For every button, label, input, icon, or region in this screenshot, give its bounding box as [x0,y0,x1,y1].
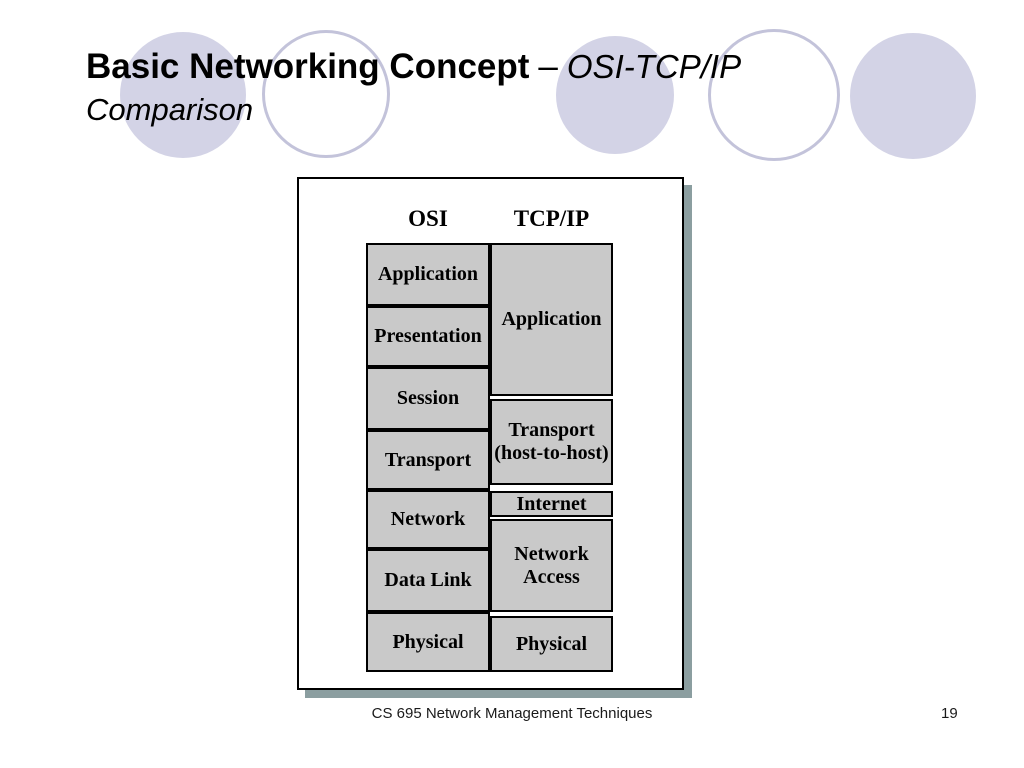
tcpip-layer-application: Application [490,243,613,396]
title-dash: – [538,47,558,86]
osi-layer-transport: Transport [366,430,490,490]
osi-column-header: OSI [408,206,448,231]
title-line-1: Basic Networking Concept–OSI-TCP/IP [86,44,741,90]
tcpip-layer-network-access: Network Access [490,519,613,612]
title-main: Basic Networking Concept [86,47,530,86]
decorative-circle-5 [850,33,976,159]
footer-text: CS 695 Network Management Techniques [371,705,653,722]
tcpip-column-header: TCP/IP [513,206,590,231]
tcpip-layer-internet: Internet [490,491,613,517]
osi-layer-network: Network [366,490,490,549]
tcpip-layer-physical: Physical [490,616,613,672]
osi-layer-application: Application [366,243,490,306]
osi-layer-presentation: Presentation [366,306,490,367]
osi-layer-session: Session [366,367,490,430]
page-number: 19 [941,705,958,722]
title-subtitle-line2: Comparison [86,92,254,127]
osi-layer-data-link: Data Link [366,549,490,612]
osi-layer-physical: Physical [366,612,490,672]
slide-title: Basic Networking Concept–OSI-TCP/IP Comp… [86,44,741,130]
decorative-circle-2 [262,30,390,158]
decorative-circle-4 [708,29,840,161]
decorative-circle-3 [556,36,674,154]
decorative-circle-1 [120,32,246,158]
title-subtitle-inline: OSI-TCP/IP [566,48,742,85]
tcpip-layer-transport: Transport (host-to-host) [490,399,613,485]
